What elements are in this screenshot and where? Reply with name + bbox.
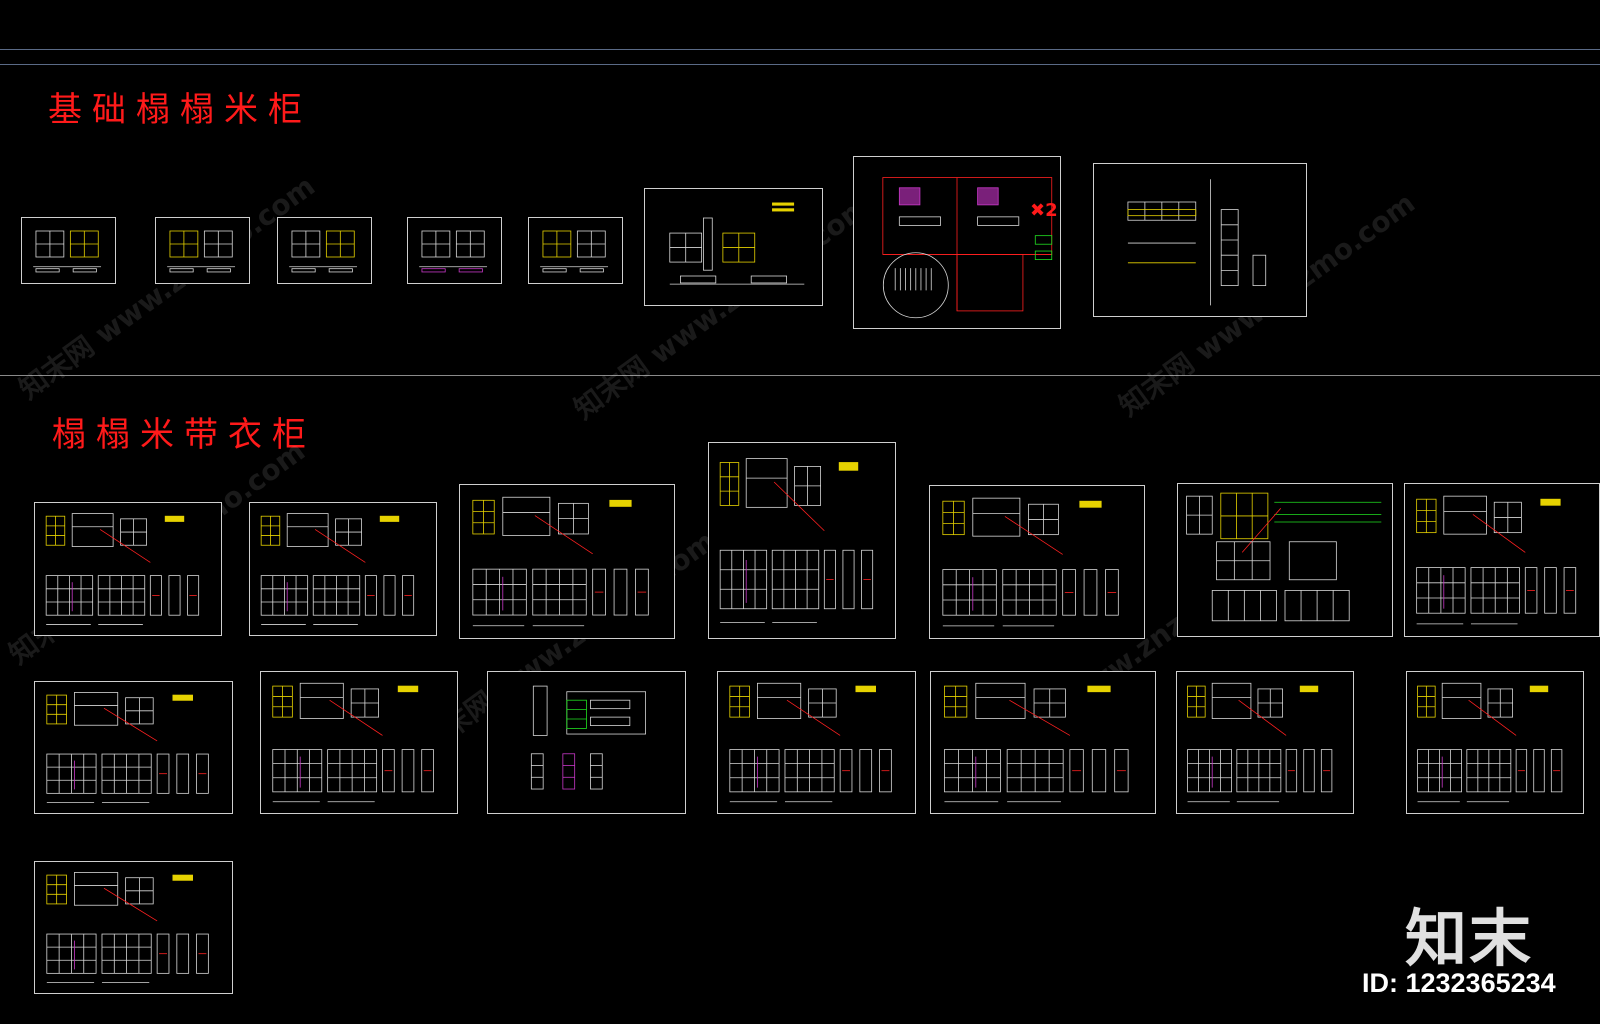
- drawing-sheet[interactable]: [717, 671, 916, 814]
- drawing-sheet-detail[interactable]: [853, 156, 1061, 329]
- drawing-sheet[interactable]: [407, 217, 502, 284]
- cad-linework: [540, 230, 609, 273]
- cad-linework: [260, 513, 415, 625]
- drawing-sheet[interactable]: [1404, 483, 1600, 637]
- drawing-sheet[interactable]: [930, 671, 1156, 814]
- cad-linework: [45, 513, 200, 625]
- drawing-sheet[interactable]: [1406, 671, 1584, 814]
- drawing-sheet[interactable]: [487, 671, 686, 814]
- section-title-basic: 基础榻榻米柜: [48, 90, 312, 130]
- drawing-sheet[interactable]: [1176, 671, 1354, 814]
- cad-linework: [46, 692, 209, 803]
- brand-logo: 知末: [1405, 902, 1534, 975]
- cad-linework: [942, 497, 1119, 627]
- drawing-sheet[interactable]: [34, 681, 233, 814]
- cad-linework: [167, 230, 236, 273]
- cad-linework: [272, 682, 434, 803]
- drawing-sheet[interactable]: [459, 484, 675, 639]
- section-divider-line: [0, 375, 1600, 376]
- drawing-sheet[interactable]: [277, 217, 372, 284]
- drawing-sheet[interactable]: [155, 217, 250, 284]
- cad-linework: [729, 682, 892, 803]
- drawing-sheet[interactable]: [644, 188, 823, 306]
- drawing-sheet[interactable]: [21, 217, 116, 284]
- cad-linework: [1187, 682, 1333, 803]
- drawing-sheet[interactable]: [528, 217, 623, 284]
- drawing-sheet[interactable]: [249, 502, 437, 636]
- cad-linework: [1416, 495, 1577, 625]
- cad-linework: [882, 177, 1053, 319]
- drawing-sheet[interactable]: [929, 485, 1145, 639]
- cad-linework: [289, 230, 358, 273]
- cad-linework: [530, 685, 647, 790]
- drawing-sheet[interactable]: [708, 442, 896, 639]
- drawing-sheet[interactable]: [34, 861, 233, 994]
- cad-linework: [669, 202, 805, 285]
- drawing-sheet[interactable]: [260, 671, 458, 814]
- section-title-wardrobe: 榻榻米带衣柜: [52, 415, 316, 455]
- cad-linework: [1127, 179, 1267, 306]
- cad-linework: [1186, 492, 1382, 622]
- cad-linework: [1417, 682, 1563, 803]
- cad-linework: [46, 872, 209, 983]
- cad-linework: [944, 682, 1129, 803]
- top-guide-line: [0, 49, 1600, 50]
- cad-linework: [719, 458, 874, 623]
- brand-id-text: ID: 1232365234: [1362, 968, 1556, 998]
- drawing-sheet[interactable]: [1177, 483, 1393, 637]
- cad-linework: [419, 230, 488, 273]
- cad-linework: [33, 230, 102, 273]
- drawing-sheet[interactable]: [1093, 163, 1307, 317]
- drawing-sheet[interactable]: [34, 502, 222, 636]
- multiply-mark: ✖2: [1030, 200, 1058, 221]
- top-guide-line-2: [0, 64, 1600, 65]
- watermark-text: 知末网 www.znzmo.com: [12, 169, 321, 406]
- cad-linework: [472, 496, 649, 627]
